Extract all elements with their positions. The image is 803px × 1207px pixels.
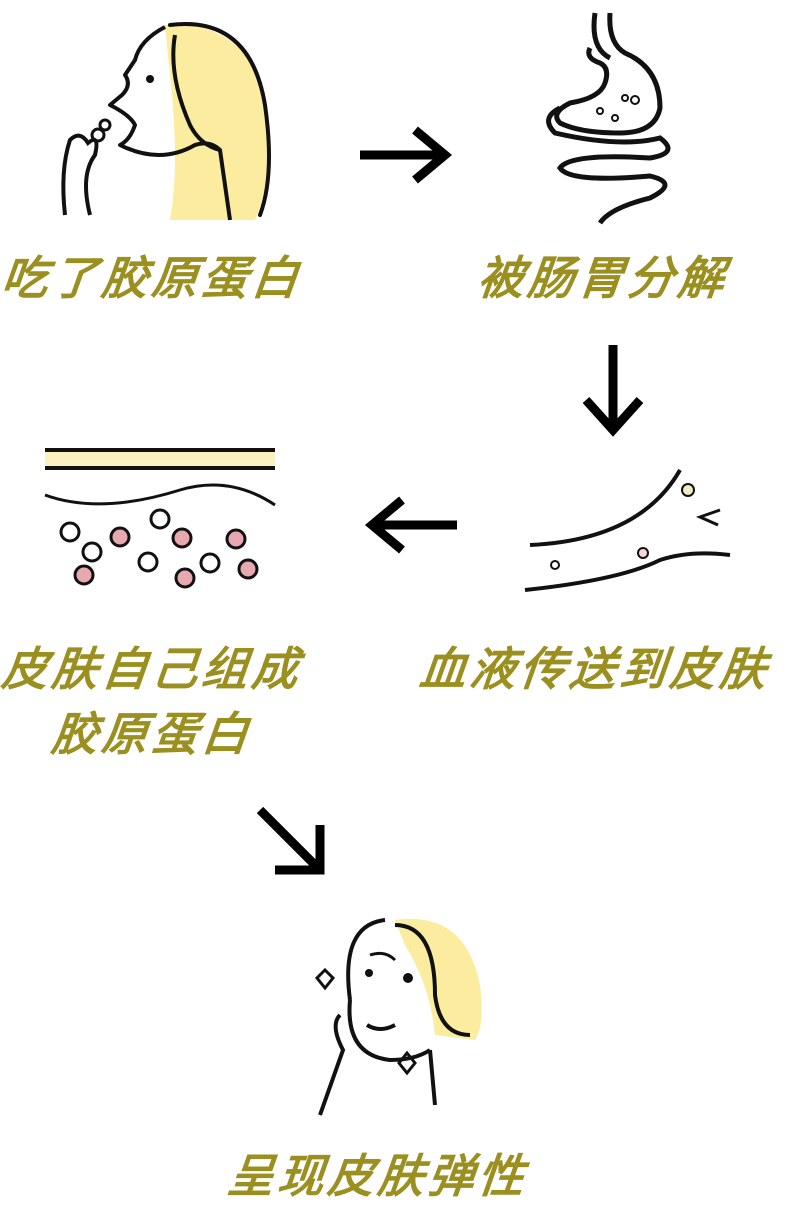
- step-3-label: 血液传送到皮肤: [417, 642, 773, 696]
- arrow-left-icon: [364, 496, 457, 554]
- arrow-right-icon: [360, 126, 453, 184]
- step-5-label: 呈现皮肤弹性: [225, 1149, 531, 1203]
- step-2-label: 被肠胃分解: [475, 251, 731, 305]
- happy-woman-icon: [314, 918, 482, 1116]
- stomach-intestine-icon: [546, 12, 671, 225]
- step-4-label-line1: 皮肤自己组成: [0, 642, 305, 696]
- step-1-label: 吃了胶原蛋白: [0, 251, 305, 305]
- arrow-down-right-icon: [256, 806, 325, 875]
- skin-layer-icon: [44, 448, 276, 589]
- arrow-down-icon: [582, 345, 644, 437]
- step-4-label-line2: 胶原蛋白: [49, 707, 255, 761]
- woman-eating-icon: [61, 22, 271, 221]
- blood-vessel-icon: [524, 469, 731, 592]
